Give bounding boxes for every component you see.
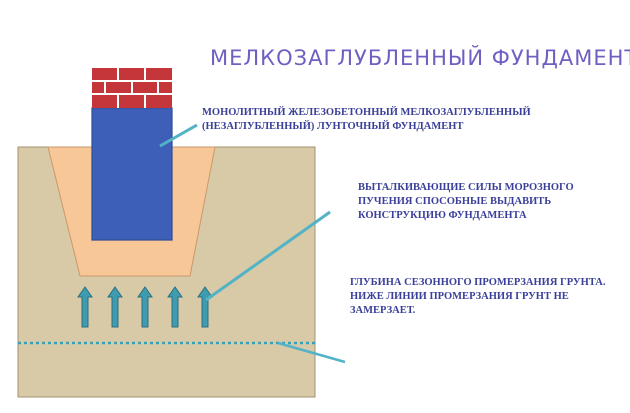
- callout-frost-forces: ВЫТАЛКИВАЮЩИЕ СИЛЫ МОРОЗНОГО ПУЧЕНИЯ СПО…: [358, 182, 576, 221]
- brick-wall: [92, 68, 172, 108]
- foundation-body: [91, 107, 173, 241]
- callout-foundation-line: (НЕЗАГЛУБЛЕННЫЙ) ЛУНТОЧНЫЙ ФУНДАМЕНТ: [202, 120, 463, 132]
- callout-freeze-depth-line: ЗАМЕРЗАЕТ.: [350, 305, 416, 316]
- callout-foundation: МОНОЛИТНЫЙ ЖЕЛЕЗОБЕТОННЫЙ МЕЛКОЗАГЛУБЛЕН…: [202, 106, 533, 132]
- callout-freeze-depth-line: ГЛУБИНА СЕЗОННОГО ПРОМЕРЗАНИЯ ГРУНТА.: [350, 277, 606, 288]
- leader-line-foundation: [159, 123, 198, 148]
- callout-freeze-depth: ГЛУБИНА СЕЗОННОГО ПРОМЕРЗАНИЯ ГРУНТА. НИ…: [350, 277, 608, 316]
- callout-frost-forces-line: ВЫТАЛКИВАЮЩИЕ СИЛЫ МОРОЗНОГО: [358, 182, 574, 193]
- leader-line-frost-forces: [205, 210, 331, 302]
- callout-freeze-depth-line: НИЖЕ ЛИНИИ ПРОМЕРЗАНИЯ ГРУНТ НЕ: [350, 291, 569, 302]
- frost-heave-arrow: [137, 286, 153, 328]
- callout-foundation-line: МОНОЛИТНЫЙ ЖЕЛЕЗОБЕТОННЫЙ МЕЛКОЗАГЛУБЛЕН…: [202, 106, 531, 118]
- frost-heave-arrow: [167, 286, 183, 328]
- leader-line-freeze-depth: [277, 341, 346, 364]
- callout-frost-forces-line: КОНСТРУКЦИЮ ФУНДАМЕНТА: [358, 210, 527, 221]
- frost-heave-arrow: [77, 286, 93, 328]
- callout-frost-forces-line: ПУЧЕНИЯ СПОСОБНЫЕ ВЫДАВИТЬ: [358, 196, 551, 207]
- frost-heave-arrow: [107, 286, 123, 328]
- diagram-title: МЕЛКОЗАГЛУБЛЕННЫЙ ФУНДАМЕНТ: [210, 45, 630, 70]
